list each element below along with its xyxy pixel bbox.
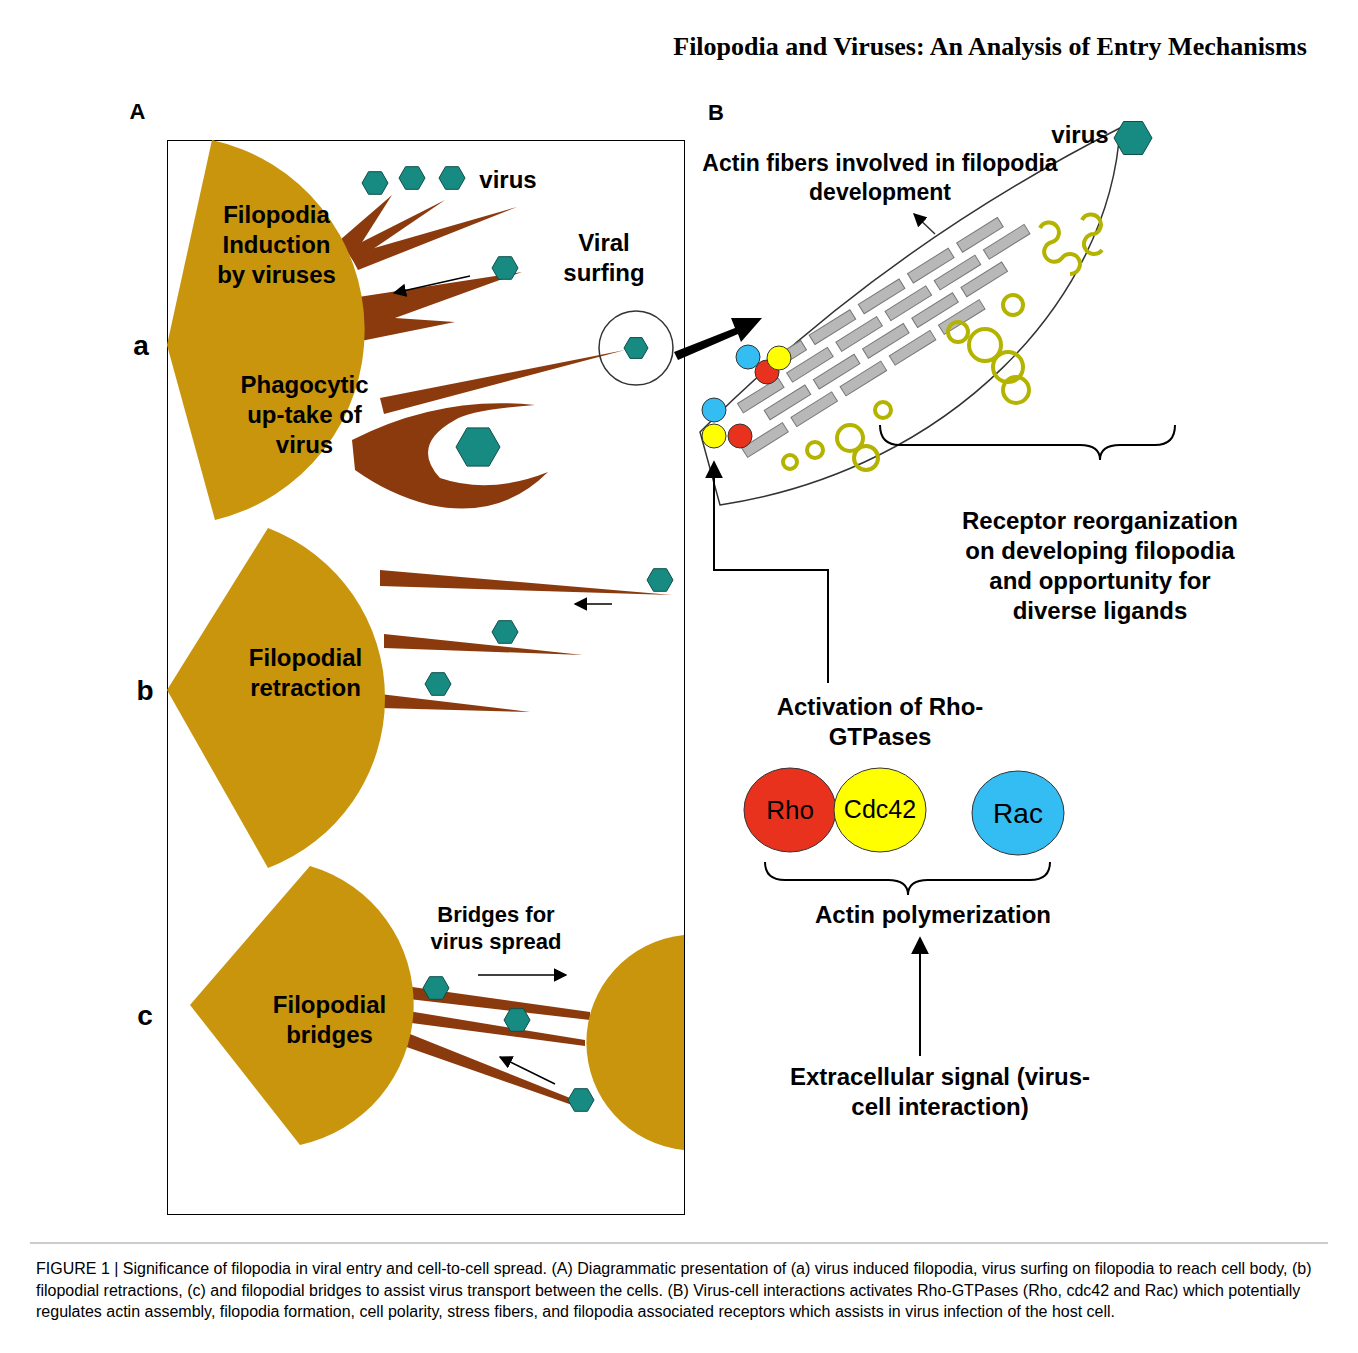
filopodial-bridge [398,1030,575,1106]
circle-outline [834,768,926,852]
bracket [880,425,1175,460]
cdc42-dot [702,424,726,448]
rho-circle: Rho [744,768,836,852]
process-label: Actin polymerization [773,900,1093,930]
motion-arrow [500,1057,555,1084]
neighbour-cell [586,935,684,1150]
virus-particle [647,569,673,592]
motion-arrow [575,603,612,605]
receptor [1003,295,1023,315]
virus-particle [456,428,500,466]
cell-body-shape [167,140,367,522]
node-text: Filopodia Induction by viruses [207,200,347,290]
receptor-coil [1040,222,1080,274]
virus-particle [504,1009,530,1032]
virus-particle [399,167,425,190]
filopodium-outline [700,128,1120,505]
row-letter: c [125,998,165,1033]
virus-particle [492,257,518,280]
virus-particle [624,338,648,359]
cdc42-dot [767,346,791,370]
virus-particle [568,1089,594,1112]
cell-body: Filopodial retraction [167,528,387,870]
actin-bar [908,248,955,283]
filopodium [380,694,530,712]
receptor [854,446,878,470]
cdc42-circle: Cdc42 [834,768,926,852]
actin-fibers [737,218,1029,458]
actin-bar [737,378,784,413]
virus-particle [1114,122,1152,155]
rho-dot [728,424,752,448]
activation-label: Activation of Rho-GTPases [775,692,985,752]
motion-arrow [394,276,470,293]
gtpase-dots [702,345,791,448]
cell-body: Filopodial bridges [190,866,416,1146]
receptor [783,455,797,469]
actin-bar [957,218,1004,253]
virus-particle [362,172,388,195]
signal-arrow [919,938,921,1056]
virus-particle [439,167,465,190]
actin-bar [809,310,856,345]
process-label: Bridges for virus spread [412,901,580,956]
actin-bar [858,279,905,314]
cell-outline [167,140,365,520]
panel-letter: B [696,99,736,127]
rac-circle: Rac [972,771,1064,855]
figure-caption: FIGURE 1 | Significance of filopodia in … [36,1258,1324,1323]
signal-label: Extracellular signal (virus-cell interac… [780,1062,1100,1122]
receptor-coil [1082,214,1102,254]
filopodium [380,570,672,595]
node-text: Filopodial bridges [255,990,405,1050]
cell-outline [190,866,414,1145]
row-letter: a [121,328,161,363]
filopodial-bridge [402,1010,585,1046]
figure-title: Filopodia and Viruses: An Analysis of En… [640,31,1340,64]
leader-arrow [914,214,935,234]
fiber-label: Actin fibers involved in filopodia devel… [700,149,1060,207]
motion-arrows [394,276,612,1084]
circle-outline [972,771,1064,855]
panel-frame: AFilopodia Induction by virusesPhagocyti… [167,140,685,1215]
virus-particle [423,977,449,1000]
receptor [807,442,823,458]
virus-particle [492,621,518,644]
receptor [875,402,891,418]
cell-outline [167,528,385,868]
node-text: Cdc42 [835,794,925,825]
node-text: Filopodial retraction [231,643,381,703]
receptor-label: Receptor reorganization on developing fi… [958,506,1243,626]
panel-letter: A [118,98,158,126]
caption-rule [30,1243,1328,1244]
process-label: Viral surfing [548,228,660,288]
rac-dot [702,398,726,422]
bracket [765,862,1050,895]
node-text: Rho [746,794,834,827]
receptor [948,322,968,342]
signal-arrow [714,462,828,683]
virus-label: virus [1045,120,1115,150]
virus-particle [425,673,451,696]
receptor [1003,377,1029,403]
receptors [783,214,1102,470]
zoom-circle [599,311,673,385]
cell-body: Filopodia Induction by virusesPhagocytic… [167,140,367,522]
filopodium [352,272,522,342]
row-letter: b [125,673,165,708]
node-text: Rac [974,796,1062,831]
virus-label: virus [473,165,543,195]
filopodium [350,207,517,270]
circle-outline [744,768,836,852]
motion-arrow [478,974,566,976]
node-text: Phagocytic up-take of virus [232,370,377,460]
filopodium [384,634,583,655]
phagocytic-cup [352,403,548,508]
